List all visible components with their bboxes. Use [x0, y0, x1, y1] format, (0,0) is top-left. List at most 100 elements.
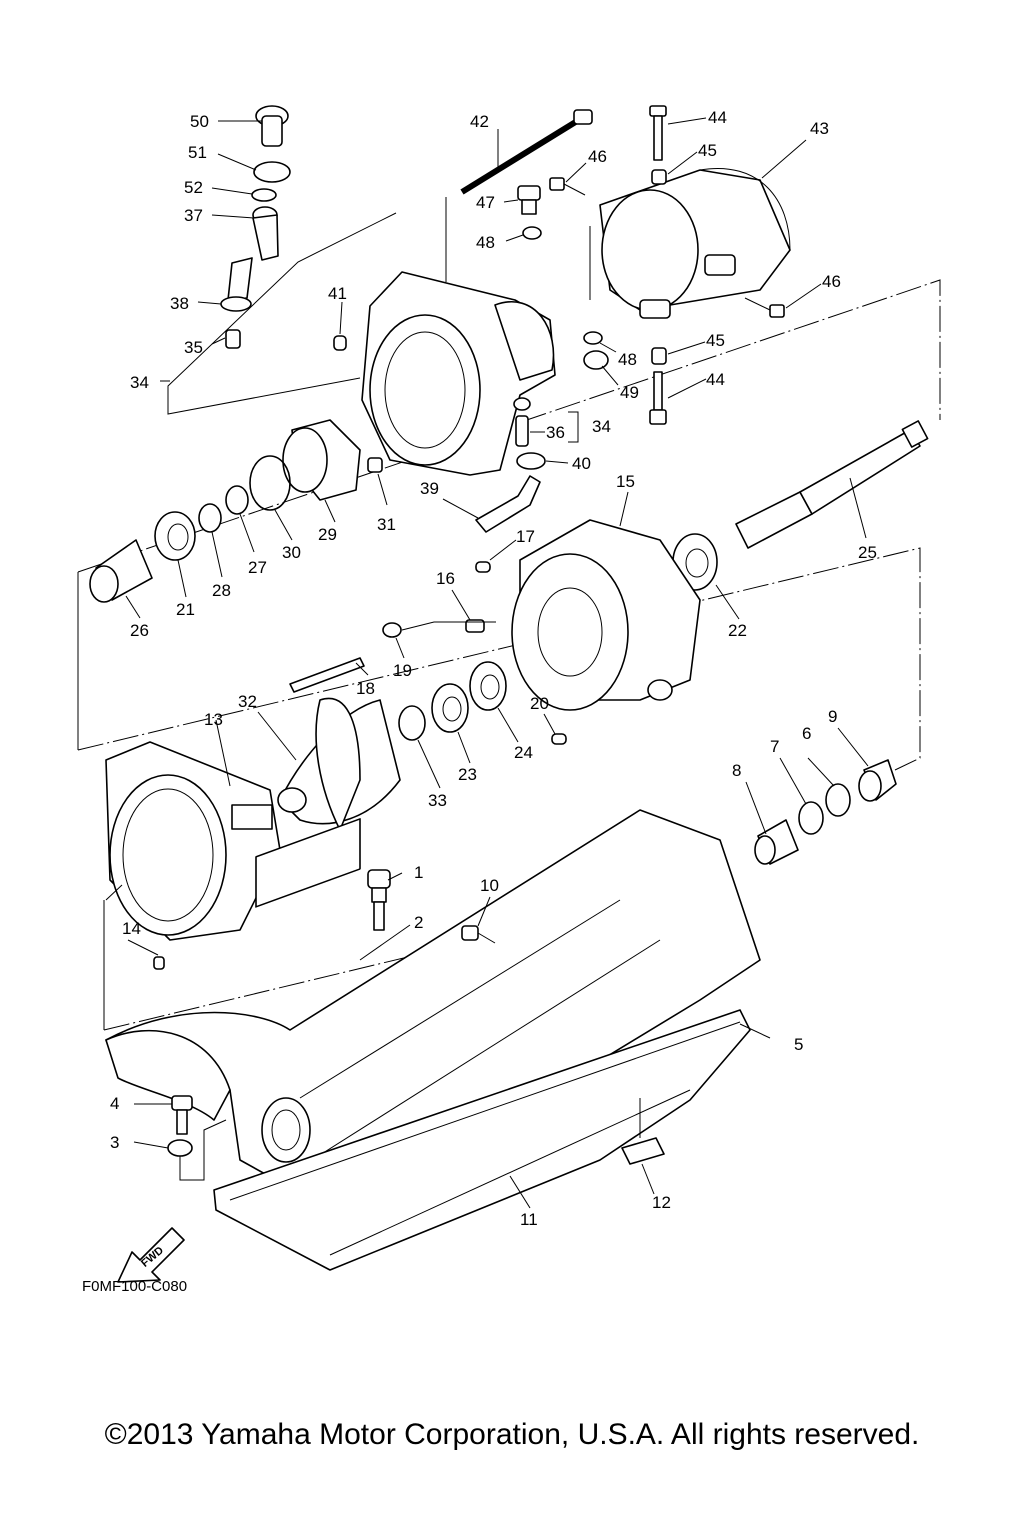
ring-6[interactable]	[825, 783, 851, 817]
o-ring-30[interactable]	[249, 455, 291, 511]
callout-2[interactable]: 2	[414, 913, 423, 932]
clamp-40[interactable]	[516, 452, 546, 470]
callout-26[interactable]: 26	[130, 621, 149, 640]
callout-31[interactable]: 31	[377, 515, 396, 534]
bushing-8[interactable]	[754, 819, 799, 865]
callout-46-right[interactable]: 46	[822, 272, 841, 291]
callout-44-top[interactable]: 44	[708, 108, 727, 127]
callout-27[interactable]: 27	[248, 558, 267, 577]
callout-30[interactable]: 30	[282, 543, 301, 562]
callout-45-lower[interactable]: 45	[706, 331, 725, 350]
seal-24[interactable]	[469, 661, 507, 711]
callout-35[interactable]: 35	[184, 338, 203, 357]
washer-48-top[interactable]	[522, 226, 542, 240]
callout-10[interactable]: 10	[480, 876, 499, 895]
base-plate-5[interactable]	[213, 1009, 751, 1271]
callout-11[interactable]: 11	[520, 1210, 538, 1229]
fitting-37[interactable]	[227, 206, 279, 301]
fitting-36[interactable]	[515, 415, 529, 447]
collar-45-lower[interactable]	[651, 347, 667, 365]
callout-42[interactable]: 42	[470, 112, 489, 131]
callout-29[interactable]: 29	[318, 525, 337, 544]
callout-4[interactable]: 4	[110, 1094, 119, 1113]
fitting-35[interactable]	[225, 329, 241, 349]
ring-33[interactable]	[398, 705, 426, 741]
ring-7[interactable]	[798, 801, 824, 835]
clip-19[interactable]	[382, 622, 402, 638]
rod-18[interactable]	[289, 657, 365, 693]
clamp-38[interactable]	[220, 296, 252, 312]
callout-14[interactable]: 14	[122, 919, 141, 938]
duct-29[interactable]	[282, 419, 361, 501]
washer-3[interactable]	[167, 1139, 193, 1157]
callout-13[interactable]: 13	[204, 710, 223, 729]
bolt-4[interactable]	[171, 1095, 193, 1135]
callout-48-top[interactable]: 48	[476, 233, 495, 252]
callout-24[interactable]: 24	[514, 743, 533, 762]
callout-36[interactable]: 36	[546, 423, 565, 442]
nut-49[interactable]	[583, 350, 609, 370]
bolt-46-top[interactable]	[549, 177, 586, 196]
impeller-housing-15[interactable]	[511, 519, 701, 711]
callout-43[interactable]: 43	[810, 119, 829, 138]
cap-9[interactable]	[858, 759, 897, 802]
bolt-47[interactable]	[517, 185, 541, 215]
callout-23[interactable]: 23	[458, 765, 477, 784]
bearing-21[interactable]	[154, 511, 196, 561]
callout-48-lower[interactable]: 48	[618, 350, 637, 369]
callout-6[interactable]: 6	[802, 724, 811, 743]
callout-22[interactable]: 22	[728, 621, 747, 640]
callout-19[interactable]: 19	[393, 661, 412, 680]
callout-46-top[interactable]: 46	[588, 147, 607, 166]
nut-51[interactable]	[253, 161, 291, 183]
callout-39[interactable]: 39	[420, 479, 439, 498]
callout-20[interactable]: 20	[530, 694, 549, 713]
callout-21[interactable]: 21	[176, 600, 195, 619]
intake-housing-13[interactable]	[105, 741, 281, 941]
callout-49[interactable]: 49	[620, 383, 639, 402]
callout-40[interactable]: 40	[572, 454, 591, 473]
callout-50[interactable]: 50	[190, 112, 209, 131]
callout-52[interactable]: 52	[184, 178, 203, 197]
callout-5[interactable]: 5	[794, 1035, 803, 1054]
cap-50[interactable]	[255, 105, 289, 147]
pin-41[interactable]	[333, 335, 347, 351]
clamp-52[interactable]	[251, 188, 277, 202]
callout-1[interactable]: 1	[414, 863, 423, 882]
callout-8[interactable]: 8	[732, 761, 741, 780]
callout-15[interactable]: 15	[616, 472, 635, 491]
callout-32[interactable]: 32	[238, 692, 257, 711]
callout-12[interactable]: 12	[652, 1193, 671, 1212]
callout-9[interactable]: 9	[828, 707, 837, 726]
bolt-44-lower[interactable]	[649, 371, 667, 425]
callout-37[interactable]: 37	[184, 206, 203, 225]
callout-38[interactable]: 38	[170, 294, 189, 313]
callout-47[interactable]: 47	[476, 193, 495, 212]
collar-45-top[interactable]	[651, 169, 667, 185]
callout-45-top[interactable]: 45	[698, 141, 717, 160]
hose-39[interactable]	[475, 475, 541, 533]
stud-bolt-42[interactable]	[460, 109, 593, 195]
pin-17[interactable]	[475, 561, 491, 573]
bolt-46-right[interactable]	[744, 297, 785, 318]
callout-33[interactable]: 33	[428, 791, 447, 810]
callout-18[interactable]: 18	[356, 679, 375, 698]
washer-28[interactable]	[198, 503, 222, 533]
pump-cover-43[interactable]	[589, 168, 791, 319]
callout-34-right[interactable]: 34	[592, 417, 611, 436]
pad-12[interactable]	[621, 1137, 665, 1165]
pin-20[interactable]	[551, 733, 567, 745]
nut-27[interactable]	[225, 485, 249, 515]
callout-41[interactable]: 41	[328, 284, 347, 303]
bolt-10[interactable]	[461, 925, 496, 944]
callout-28[interactable]: 28	[212, 581, 231, 600]
callout-16[interactable]: 16	[436, 569, 455, 588]
callout-3[interactable]: 3	[110, 1133, 119, 1152]
callout-51[interactable]: 51	[188, 143, 207, 162]
callout-44-lower[interactable]: 44	[706, 370, 725, 389]
callout-25[interactable]: 25	[858, 543, 877, 562]
nozzle-housing[interactable]	[361, 271, 556, 476]
driveshaft-25[interactable]	[735, 420, 929, 549]
intake-duct-2[interactable]	[105, 809, 761, 1211]
bolt-1[interactable]	[367, 869, 391, 931]
